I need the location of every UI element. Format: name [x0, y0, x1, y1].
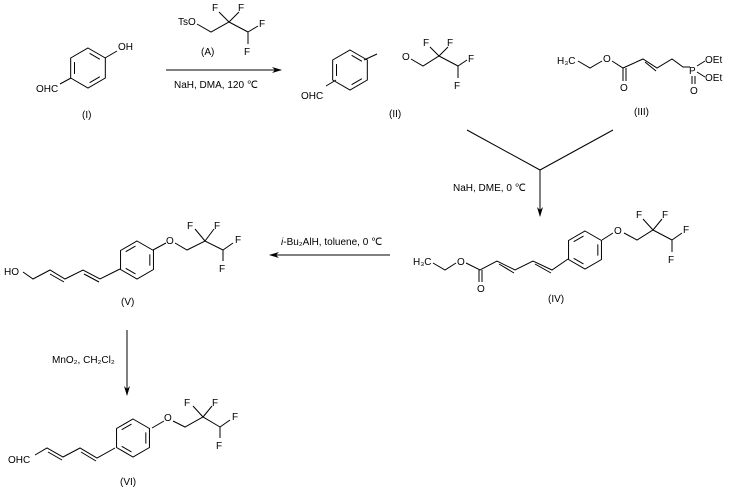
- tosylate-label: TsO: [178, 17, 196, 28]
- fluorine-label: F: [447, 38, 453, 49]
- aldehyde-label: OHC: [36, 84, 58, 95]
- benzene-ring: [568, 230, 602, 270]
- fluorine-label: F: [187, 221, 193, 232]
- benzene-ring: [120, 240, 154, 280]
- reagent-A: TsO F F F F (A): [178, 3, 265, 58]
- phosphorus-label: P: [689, 66, 696, 77]
- fluorine-label: F: [454, 81, 460, 92]
- hydroxyl-label: HO: [4, 267, 19, 278]
- ether-oxygen-label: O: [166, 236, 174, 247]
- aromatic-double-bond: [125, 245, 136, 253]
- aromatic-double-bond: [125, 267, 136, 275]
- fluorine-label: F: [216, 441, 222, 452]
- compound-label-III: (III): [634, 107, 649, 118]
- compound-label-I: (I): [82, 110, 91, 121]
- conditions-step-3: i-Bu₂AlH, toluene, 0 ℃: [281, 237, 382, 248]
- convergent-arrow: [466, 129, 614, 217]
- aromatic-double-bond: [89, 52, 101, 60]
- ethoxy-label: OEt: [705, 55, 722, 66]
- aromatic-double-bond: [121, 445, 132, 453]
- compound-V: HO O F F F F (V): [4, 221, 241, 308]
- aldehyde-label: OHC: [8, 455, 30, 466]
- ethoxy-label: OEt: [705, 73, 722, 84]
- ester-oxygen-label: O: [603, 54, 611, 65]
- fluorine-label: F: [668, 255, 674, 266]
- aromatic-double-bond: [573, 257, 584, 265]
- fluorine-label: F: [219, 264, 225, 275]
- aldehyde-label: OHC: [301, 91, 323, 102]
- compound-label-V: (V): [121, 297, 134, 308]
- benzene-ring: [70, 47, 106, 89]
- phosphoryl-oxygen-label: O: [690, 86, 698, 97]
- conditions-step-3-text: -Bu₂AlH, toluene, 0 ℃: [283, 237, 382, 248]
- ester-oxygen-label: O: [457, 257, 465, 268]
- hydroxyl-label: OH: [118, 42, 133, 53]
- compound-label-VI: (VI): [120, 477, 136, 488]
- compound-III: H₃C O O P O OEt OEt (III): [557, 54, 722, 118]
- carbonyl-oxygen-label: O: [477, 284, 485, 295]
- compound-I: OH OHC (I): [36, 42, 133, 121]
- benzene-ring: [332, 49, 368, 91]
- fluorine-label: F: [235, 235, 241, 246]
- methyl-label: H₃C: [557, 56, 576, 67]
- fluorine-label: F: [468, 54, 474, 65]
- compound-IV: H₃C O O O F F F F (IV): [413, 210, 689, 305]
- aromatic-double-bond: [351, 78, 363, 86]
- isobutyl-prefix: i: [281, 237, 284, 248]
- fluorine-label: F: [212, 3, 218, 14]
- fluorine-label: F: [244, 47, 250, 58]
- aromatic-double-bond: [121, 423, 132, 431]
- aromatic-double-bond: [89, 76, 101, 84]
- fluorine-label: F: [238, 3, 244, 14]
- compound-II: O F F F F OHC (II): [301, 38, 474, 120]
- ether-oxygen-label: O: [614, 226, 622, 237]
- methyl-label: H₃C: [413, 257, 432, 268]
- fluorine-label: F: [212, 398, 218, 409]
- conditions-step-2: NaH, DME, 0 ℃: [453, 183, 526, 194]
- benzene-ring: [116, 418, 150, 458]
- fluorine-label: F: [184, 398, 190, 409]
- fluorine-label: F: [636, 210, 642, 221]
- carbonyl-oxygen-label: O: [620, 83, 628, 94]
- fluorine-label: F: [662, 210, 668, 221]
- fluorine-label: F: [423, 38, 429, 49]
- conditions-step-4: MnO₂, CH₂Cl₂: [52, 355, 115, 366]
- compound-label-II: (II): [389, 109, 401, 120]
- fluorine-label: F: [259, 19, 265, 30]
- fluorine-label: F: [683, 225, 689, 236]
- aromatic-double-bond: [351, 54, 363, 62]
- conditions-step-1: NaH, DMA, 120 ℃: [174, 80, 258, 91]
- ether-oxygen-label: O: [402, 52, 410, 63]
- fluorine-label: F: [232, 412, 238, 423]
- compound-VI: OHC O F F F F (VI): [8, 398, 238, 488]
- compound-label-A: (A): [201, 47, 214, 58]
- aromatic-double-bond: [573, 235, 584, 243]
- ether-oxygen-label: O: [164, 413, 172, 424]
- fluorine-label: F: [214, 221, 220, 232]
- compound-label-IV: (IV): [548, 294, 564, 305]
